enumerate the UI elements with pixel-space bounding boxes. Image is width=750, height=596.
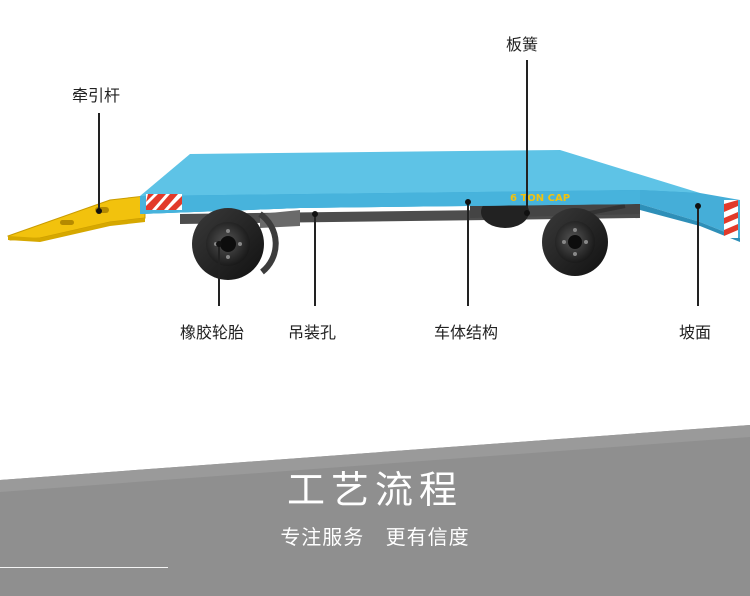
dot-body-structure (465, 199, 471, 205)
leader-rubber-tire (218, 244, 220, 306)
banner-subtitle: 专注服务 更有信度 (280, 525, 470, 549)
label-rubber-tire: 橡胶轮胎 (180, 323, 245, 342)
deck (140, 150, 740, 242)
deck-capacity-text: 6 TON CAP (510, 193, 570, 204)
rear-wheel (542, 208, 608, 276)
leader-lifting-hole (314, 214, 316, 306)
dot-tow-bar (96, 208, 102, 214)
leader-body-structure (467, 202, 469, 306)
label-body-structure: 车体结构 (434, 323, 499, 342)
dot-ramp (695, 203, 701, 209)
banner-background (0, 425, 750, 596)
label-tow-bar: 牵引杆 (72, 86, 121, 105)
leader-leaf-spring (526, 60, 528, 213)
label-leaf-spring: 板簧 (506, 35, 539, 54)
process-banner (0, 425, 750, 596)
label-ramp: 坡面 (679, 323, 712, 342)
banner-divider (0, 567, 168, 568)
leader-ramp (697, 206, 699, 306)
tow-bar (7, 195, 146, 242)
dot-lifting-hole (312, 211, 318, 217)
dot-rubber-tire (216, 241, 222, 247)
rear-reflector (724, 200, 738, 238)
banner-title: 工艺流程 (286, 468, 463, 512)
front-wheel (192, 208, 279, 280)
dot-leaf-spring (524, 210, 530, 216)
label-lifting-hole: 吊装孔 (288, 323, 337, 342)
flatbed-trailer-illustration: 6 TON CAP (7, 150, 740, 280)
leader-tow-bar (98, 113, 100, 211)
front-reflector (146, 194, 182, 210)
trailer-figure: 6 TON CAP 牵引杆 板簧 橡胶轮胎 吊装孔 车体结构 坡面 (7, 35, 740, 342)
